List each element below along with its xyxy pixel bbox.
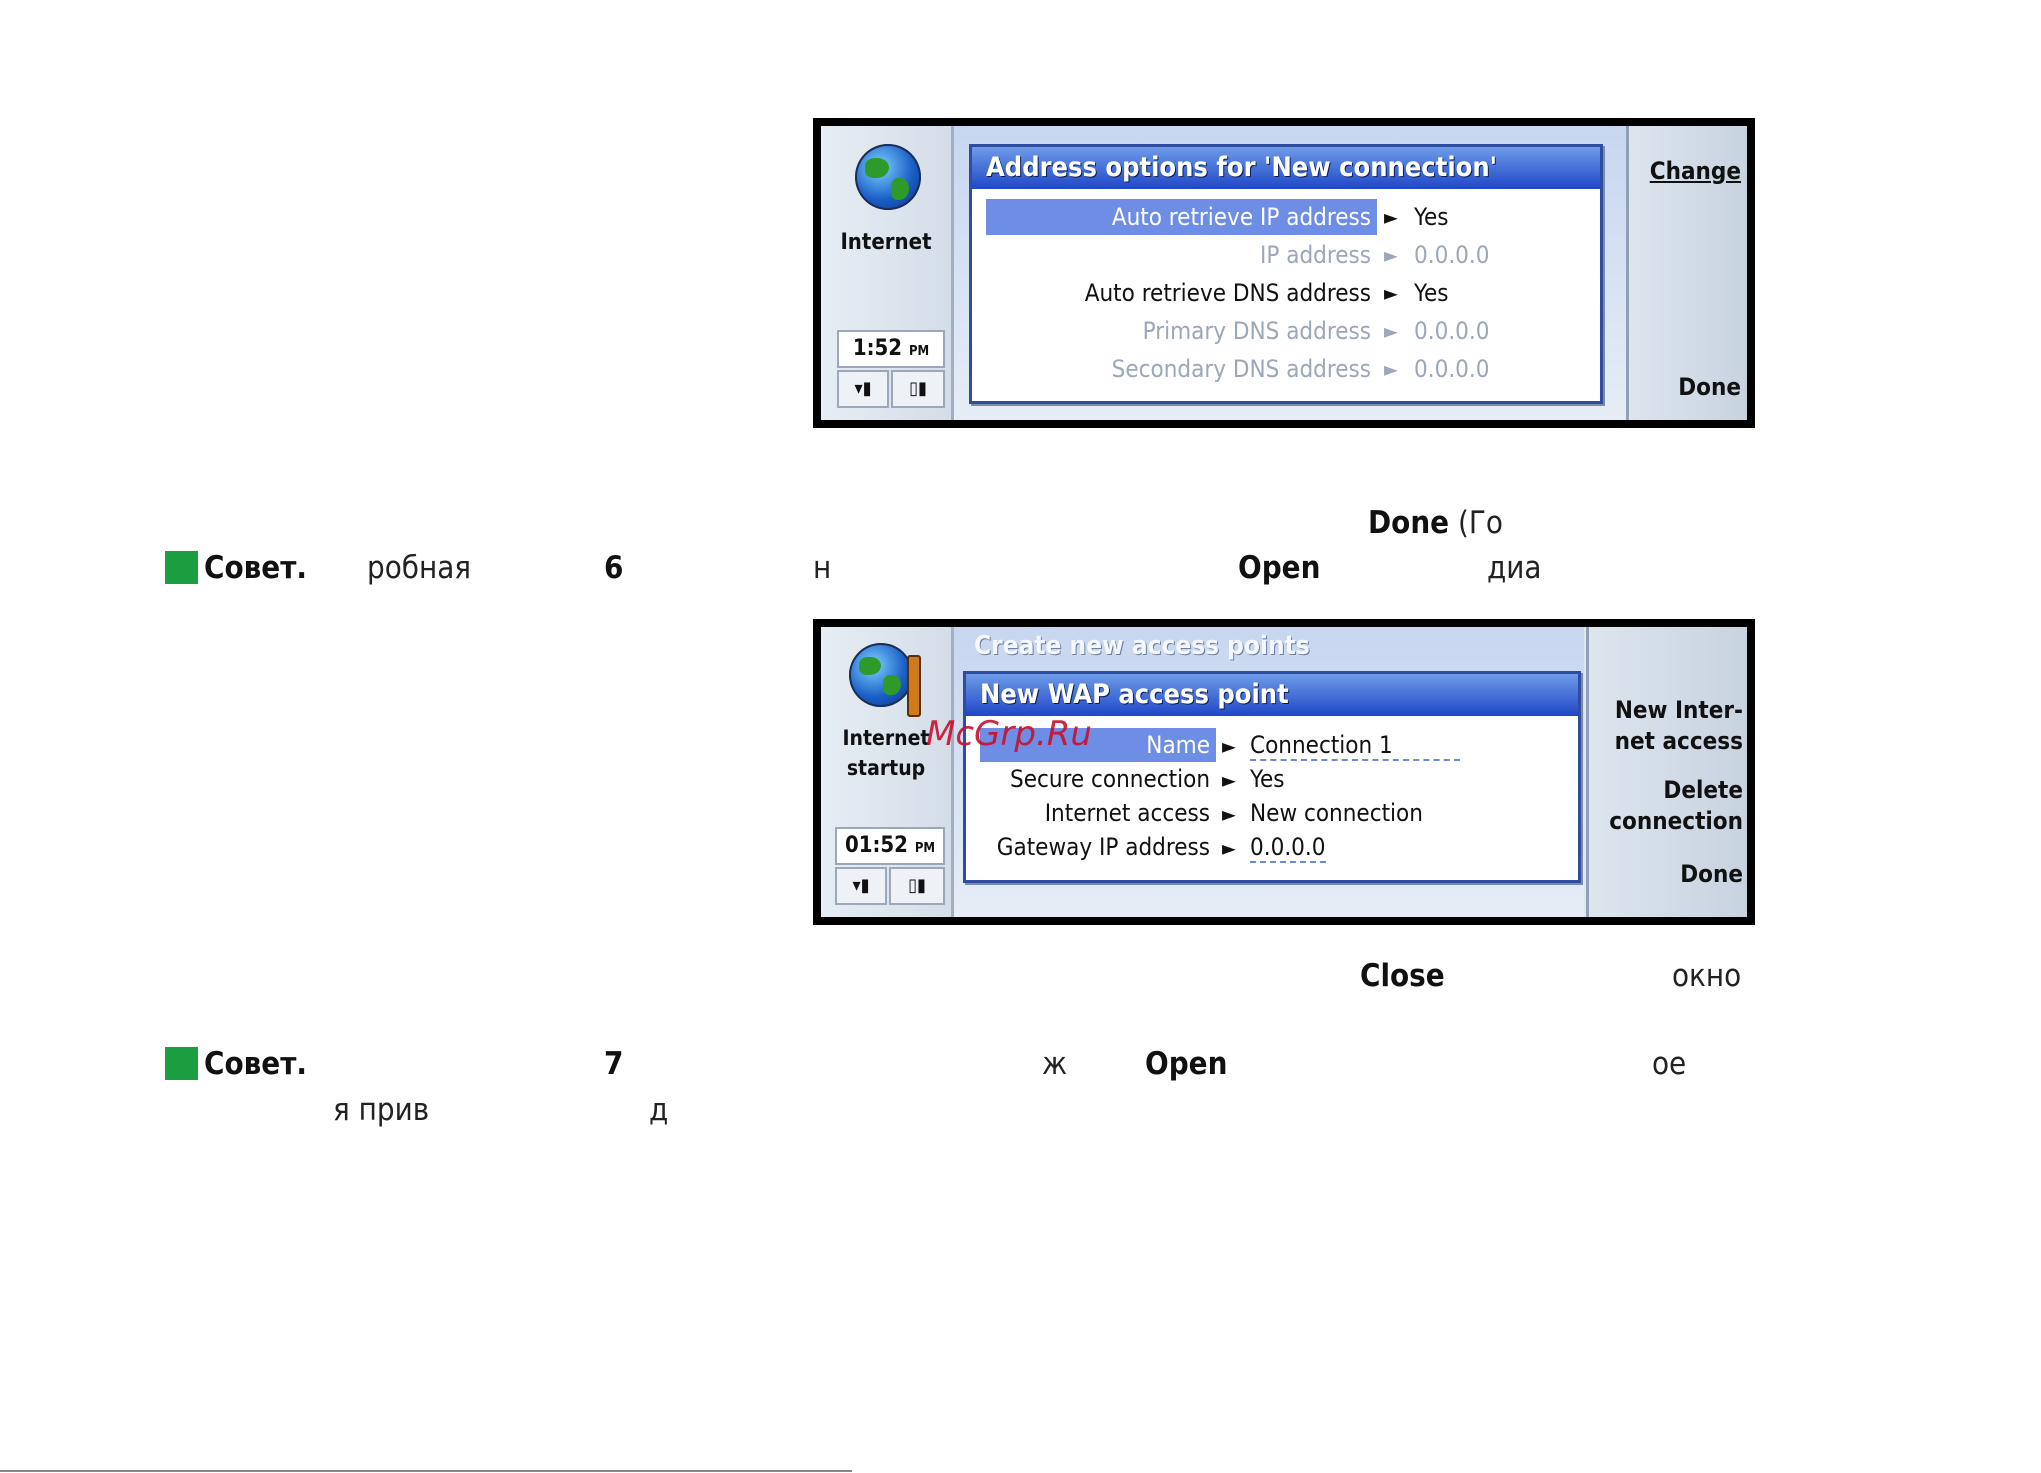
signal-indicator-icon: ▾▮ — [835, 867, 887, 905]
change-button[interactable]: Change — [1649, 157, 1741, 185]
open-label: Open — [1145, 1046, 1228, 1082]
app-label-line2: startup — [846, 756, 926, 780]
screenshot-address-options: Internet 1:52 PM ▾▮ ▯▮ Address options f… — [813, 118, 1755, 428]
field-label: Internet access — [1044, 799, 1210, 827]
dialog-title: New WAP access point — [966, 674, 1578, 716]
clock-ampm: PM — [914, 841, 936, 856]
arrow-icon: ► — [1222, 836, 1236, 860]
option-label: Auto retrieve IP address — [986, 199, 1377, 235]
gateway-input[interactable]: 0.0.0.0 — [1250, 833, 1326, 863]
command-panel: Change Done — [1626, 126, 1747, 420]
option-label: Secondary DNS address — [1111, 355, 1371, 383]
address-options-dialog: Address options for 'New connection' Aut… — [969, 144, 1603, 404]
arrow-icon: ► — [1222, 734, 1236, 758]
tip-text-fragment: ое — [1652, 1046, 1687, 1082]
field-row-secure[interactable]: Secure connection ► Yes — [966, 762, 1578, 796]
option-label: Auto retrieve DNS address — [1084, 279, 1371, 307]
command-line: net access — [1614, 727, 1743, 755]
option-value: 0.0.0.0 — [1414, 317, 1490, 345]
clock-time: 1:52 — [852, 336, 903, 361]
field-row-internet-access[interactable]: Internet access ► New connection — [966, 796, 1578, 830]
signal-indicator-icon: ▾▮ — [837, 370, 889, 408]
arrow-icon: ► — [1222, 802, 1236, 826]
arrow-icon: ► — [1384, 243, 1398, 267]
clock: 01:52 PM — [835, 827, 945, 865]
delete-connection-button[interactable]: Delete connection — [1609, 775, 1743, 837]
screenshot-new-wap-access-point: Internet startup 01:52 PM ▾▮ ▯▮ Create n… — [813, 619, 1755, 925]
clock: 1:52 PM — [837, 330, 945, 368]
option-value: 0.0.0.0 — [1414, 355, 1490, 383]
clock-ampm: PM — [908, 344, 930, 359]
tip-icon — [165, 1047, 198, 1080]
done-button[interactable]: Done — [1680, 860, 1743, 888]
done-caption-line: Done (Го — [1368, 505, 1503, 541]
app-label: Internet — [840, 230, 932, 255]
screen-inner: Internet 1:52 PM ▾▮ ▯▮ Address options f… — [821, 126, 1747, 420]
field-label: Name — [980, 728, 1216, 762]
option-row-auto-dns[interactable]: Auto retrieve DNS address ► Yes — [972, 275, 1600, 311]
option-row-primary-dns: Primary DNS address ► 0.0.0.0 — [972, 313, 1600, 349]
arrow-icon: ► — [1384, 357, 1398, 381]
wrench-icon — [907, 655, 921, 717]
option-label: Primary DNS address — [1142, 317, 1371, 345]
app-label: Internet startup — [821, 723, 951, 783]
command-line: New Inter- — [1614, 696, 1743, 724]
option-value: 0.0.0.0 — [1414, 241, 1490, 269]
tip-icon — [165, 551, 198, 584]
tip-number: 6 — [604, 550, 624, 586]
option-value: Yes — [1414, 279, 1449, 307]
option-row-ip: IP address ► 0.0.0.0 — [972, 237, 1600, 273]
page-footer-rule — [0, 1470, 852, 1472]
tip-text-fragment: н — [813, 550, 832, 586]
field-row-gateway[interactable]: Gateway IP address ► 0.0.0.0 — [966, 830, 1578, 864]
name-input[interactable]: Connection 1 — [1250, 731, 1460, 761]
field-label: Secure connection — [1009, 765, 1210, 793]
watermark: McGrp.Ru — [926, 714, 1092, 754]
field-label: Gateway IP address — [996, 833, 1210, 861]
new-internet-access-button[interactable]: New Inter- net access — [1615, 695, 1743, 757]
battery-indicator-icon: ▯▮ — [889, 867, 945, 905]
new-wap-dialog: New WAP access point Name ► Connection 1… — [963, 671, 1581, 883]
clock-time: 01:52 — [844, 833, 908, 858]
tip-text-fragment: робная — [367, 550, 472, 586]
done-button[interactable]: Done — [1678, 373, 1741, 401]
open-label: Open — [1238, 550, 1321, 586]
done-label: Done — [1368, 505, 1450, 541]
screen-inner: Internet startup 01:52 PM ▾▮ ▯▮ Create n… — [821, 627, 1747, 917]
tip-number: 7 — [604, 1046, 624, 1082]
command-panel: New Inter- net access Delete connection … — [1586, 627, 1747, 917]
app-panel: Internet 1:52 PM ▾▮ ▯▮ — [821, 126, 954, 420]
background-view-title: Create new access points — [974, 631, 1310, 661]
app-panel: Internet startup 01:52 PM ▾▮ ▯▮ — [821, 627, 954, 917]
arrow-icon: ► — [1384, 205, 1398, 229]
arrow-icon: ► — [1384, 319, 1398, 343]
tip-text-fragment: ж — [1042, 1046, 1068, 1082]
command-line: Delete — [1663, 776, 1743, 804]
done-caption-rest: (Го — [1457, 505, 1503, 541]
tip-text-fragment: я прив — [333, 1092, 430, 1128]
tip-text-fragment: диа — [1487, 550, 1542, 586]
command-line: connection — [1609, 807, 1743, 835]
tip-label: Совет. — [204, 1046, 307, 1082]
option-value: Yes — [1414, 203, 1449, 231]
option-row-auto-ip[interactable]: Auto retrieve IP address ► Yes — [972, 199, 1600, 235]
field-value: New connection — [1250, 799, 1423, 827]
battery-indicator-icon: ▯▮ — [891, 370, 945, 408]
close-label: Close — [1360, 958, 1445, 994]
field-value: Yes — [1250, 765, 1285, 793]
tip-text-fragment: д — [649, 1092, 669, 1128]
option-row-secondary-dns: Secondary DNS address ► 0.0.0.0 — [972, 351, 1600, 387]
close-caption-rest: окно — [1672, 958, 1742, 994]
tip-label: Совет. — [204, 550, 307, 586]
arrow-icon: ► — [1384, 281, 1398, 305]
app-label-line1: Internet — [842, 726, 930, 750]
field-row-name[interactable]: Name ► Connection 1 — [966, 728, 1578, 762]
internet-globe-icon — [855, 144, 921, 210]
dialog-title: Address options for 'New connection' — [972, 147, 1600, 189]
internet-startup-globe-icon — [849, 643, 913, 707]
arrow-icon: ► — [1222, 768, 1236, 792]
option-label: IP address — [1259, 241, 1371, 269]
